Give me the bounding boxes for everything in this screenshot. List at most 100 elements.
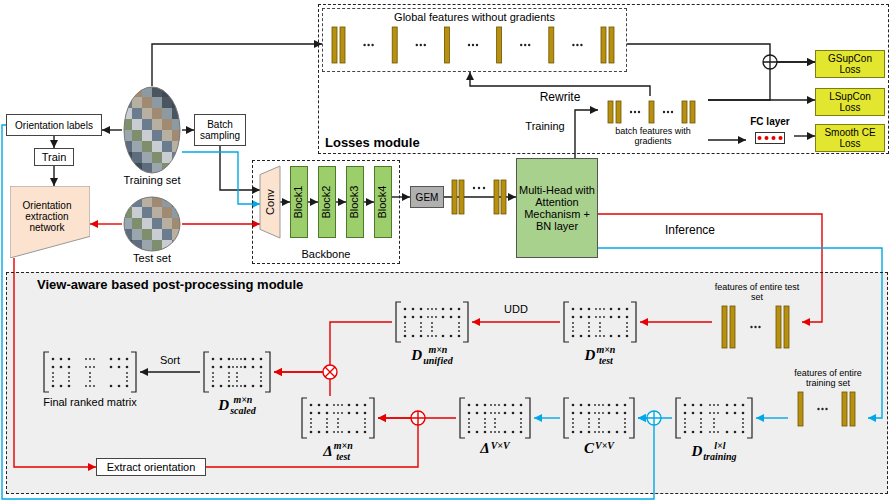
feature-group: Global features without gradients bbox=[322, 8, 627, 72]
matrix-dot bbox=[228, 358, 231, 361]
matrix-dot bbox=[212, 385, 215, 388]
matrix-subscript: scaled bbox=[230, 406, 256, 417]
photo-tile bbox=[142, 119, 153, 131]
connector bbox=[336, 201, 346, 202]
matrix-dot bbox=[232, 366, 234, 368]
photo-tile bbox=[172, 130, 182, 142]
box-label: Extract orientation bbox=[107, 461, 196, 473]
matrix-dot bbox=[442, 335, 445, 338]
matrix-dot bbox=[476, 431, 479, 434]
matrix-dot bbox=[240, 366, 242, 368]
matrix-dot bbox=[494, 422, 496, 424]
vertical-label: Conv bbox=[264, 189, 276, 215]
matrix-dot bbox=[742, 418, 744, 420]
matrix-dot bbox=[220, 385, 223, 388]
matrix-dot bbox=[85, 366, 87, 368]
matrix-dot bbox=[684, 412, 687, 415]
box-label: GEM bbox=[416, 192, 439, 203]
matrix-dot bbox=[742, 426, 744, 428]
matrix-dot bbox=[624, 418, 626, 420]
matrix-dot bbox=[572, 404, 575, 407]
network-trapezoid: Orientation extraction network bbox=[10, 186, 90, 258]
ellipsis-dot bbox=[638, 111, 640, 113]
matrix-dot bbox=[594, 412, 596, 414]
matrix-dot bbox=[588, 431, 591, 434]
ellipsis-dot bbox=[473, 187, 475, 189]
set-label: Training set bbox=[123, 174, 180, 187]
matrix-bracket bbox=[204, 352, 209, 392]
photo-tile bbox=[132, 141, 143, 153]
matrix-dot bbox=[700, 418, 702, 420]
matrix-dot bbox=[610, 335, 613, 338]
matrix-dot bbox=[126, 366, 129, 369]
matrix-dot bbox=[412, 316, 415, 319]
matrix-dot bbox=[427, 308, 429, 310]
matrix-dot bbox=[420, 335, 423, 338]
photo-tile bbox=[132, 130, 143, 142]
matrix-dot bbox=[431, 322, 433, 324]
photo-tile bbox=[172, 86, 182, 98]
matrix-symbol bbox=[672, 396, 756, 440]
matrix-dot bbox=[588, 426, 590, 428]
matrix-symbol bbox=[40, 350, 140, 394]
matrix-symbol bbox=[298, 396, 378, 440]
matrix-dot bbox=[468, 431, 471, 434]
matrix-dot bbox=[337, 426, 339, 428]
matrix-dot bbox=[626, 322, 628, 324]
matrix: Dm×nscaled bbox=[200, 350, 274, 416]
matrix-dot bbox=[520, 426, 522, 428]
matrix-dot bbox=[588, 316, 591, 319]
feature-bar bbox=[452, 180, 457, 214]
matrix-dot bbox=[520, 418, 522, 420]
matrix-dot bbox=[228, 366, 231, 369]
matrix-dot bbox=[618, 316, 621, 319]
matrix-dot bbox=[348, 412, 351, 415]
matrix-dot bbox=[468, 422, 470, 424]
matrix-dot bbox=[126, 358, 129, 361]
matrix-dot bbox=[608, 404, 611, 407]
matrix-dot bbox=[624, 422, 626, 424]
photo-tile bbox=[132, 119, 143, 131]
matrix-dot bbox=[616, 412, 619, 415]
connector bbox=[756, 417, 788, 418]
matrix-dot bbox=[236, 358, 238, 360]
matrix-dot bbox=[450, 316, 453, 319]
connector bbox=[102, 129, 122, 130]
set-label: Test set bbox=[133, 252, 171, 265]
box-label: Train bbox=[42, 151, 67, 163]
ellipsis-dot bbox=[416, 43, 418, 45]
matrix-size: V×V bbox=[595, 441, 614, 452]
matrix-dot bbox=[240, 385, 242, 387]
image-outline bbox=[124, 197, 180, 251]
matrix-math: CV×V bbox=[584, 441, 614, 456]
attention-box: Multi-Head with Attention Mechanism + BN… bbox=[516, 158, 598, 258]
matrix-dot bbox=[126, 372, 128, 374]
matrix-dot bbox=[85, 385, 87, 387]
matrix-symbol-letter: Δ bbox=[323, 443, 332, 459]
matrix-dot bbox=[594, 431, 596, 433]
matrix-dot bbox=[348, 404, 351, 407]
feature-label: features of entire training set bbox=[789, 368, 867, 389]
matrix-bracket bbox=[525, 398, 530, 438]
photo-tile bbox=[162, 207, 173, 219]
matrix-dot bbox=[228, 376, 230, 378]
ellipsis-dot bbox=[580, 43, 582, 45]
feature-bar bbox=[798, 392, 803, 426]
matrix-dot bbox=[341, 404, 343, 406]
matrix-dot bbox=[420, 330, 422, 332]
matrix-dot bbox=[713, 422, 715, 424]
matrix-dot bbox=[326, 422, 328, 424]
photo-tile bbox=[132, 163, 143, 174]
feature-bar bbox=[459, 180, 464, 214]
matrix-dot bbox=[412, 308, 415, 311]
matrix-dot bbox=[468, 412, 471, 415]
photo-tile bbox=[142, 130, 153, 142]
photo-tile bbox=[172, 119, 182, 131]
matrix-dot bbox=[333, 404, 335, 406]
feature-vectors bbox=[600, 98, 706, 126]
matrix: CV×V bbox=[560, 396, 638, 456]
matrix-math: ΔV×V bbox=[480, 441, 509, 456]
matrix-symbol bbox=[560, 300, 640, 344]
matrix-dot bbox=[602, 431, 604, 433]
matrix-dot bbox=[504, 412, 507, 415]
